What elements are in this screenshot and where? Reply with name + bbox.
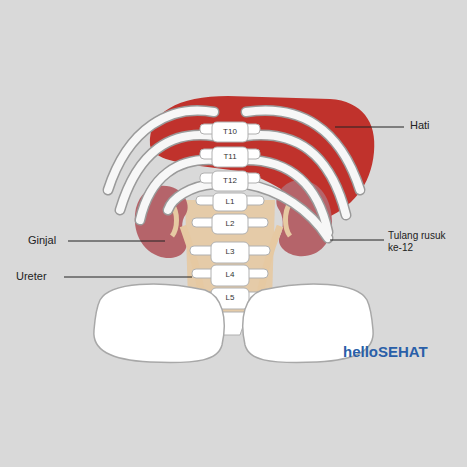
- vertebra-label: L1: [226, 197, 235, 207]
- organ-label: Ginjal: [28, 234, 56, 247]
- vertebra-label: T10: [223, 127, 237, 137]
- vertebra-label: L5: [226, 293, 235, 303]
- vertebra-label: T11: [223, 152, 236, 162]
- watermark: helloSEHAT: [343, 343, 428, 361]
- vertebra-label: L3: [226, 247, 235, 257]
- vertebra-label: L4: [226, 270, 235, 280]
- vertebra-label: L2: [226, 219, 235, 229]
- vertebra-label: T12: [223, 176, 237, 186]
- organ-label: Hati: [410, 119, 430, 132]
- bone-label: Tulang rusuk ke-12: [388, 230, 460, 254]
- organ-label: Ureter: [16, 270, 47, 283]
